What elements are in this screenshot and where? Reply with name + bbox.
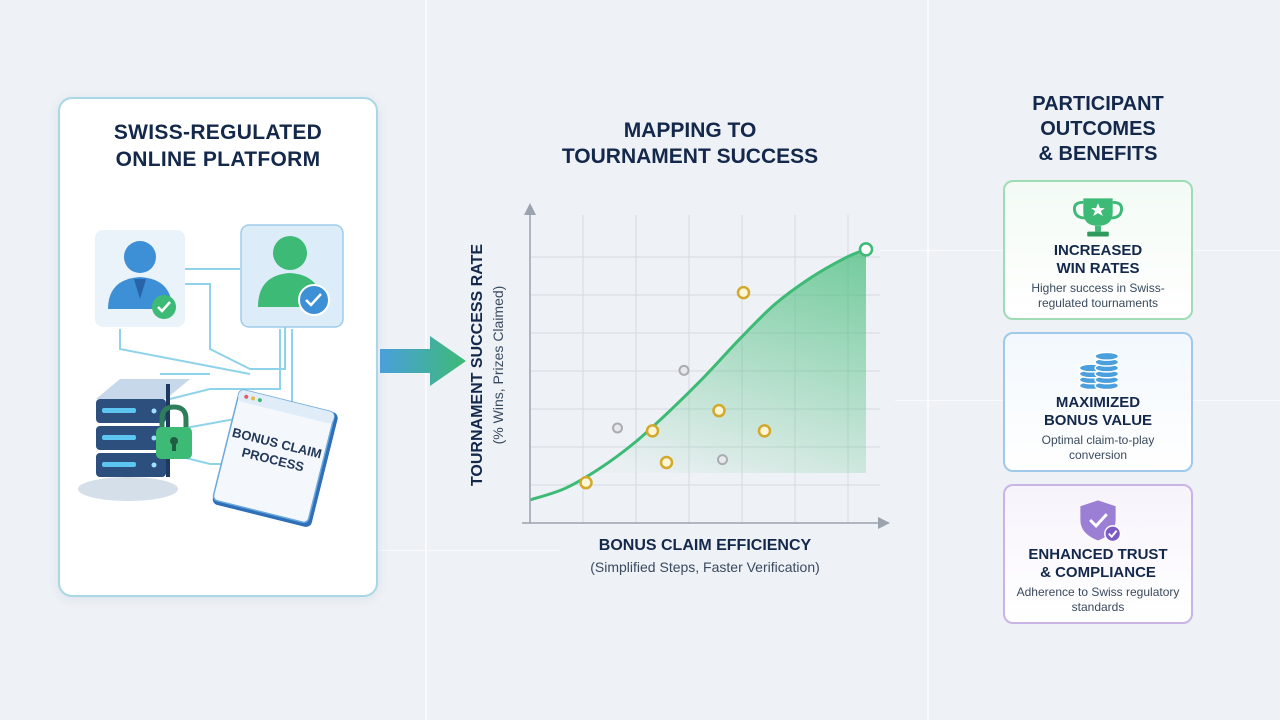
outcome-card-bonus-value: MAXIMIZED BONUS VALUE Optimal claim-to-p…	[1003, 332, 1193, 472]
platform-title: SWISS-REGULATED ONLINE PLATFORM	[113, 121, 323, 171]
flow-arrow-icon	[380, 336, 466, 386]
outcomes-title: PARTICIPANT OUTCOMES & BENEFITS	[1032, 93, 1164, 165]
chart-title: MAPPING TO TOURNAMENT SUCCESS	[561, 119, 819, 168]
x-axis-label: BONUS CLAIM EFFICIENCY (Simplified Steps…	[590, 537, 820, 575]
success-chart	[522, 203, 890, 529]
trend-area	[530, 249, 866, 500]
data-point-highlighted	[645, 424, 660, 438]
user-card-left	[95, 230, 185, 327]
outcome-card-win-rates: INCREASED WIN RATES Higher success in Sw…	[1003, 180, 1193, 320]
data-point-highlighted	[579, 475, 593, 490]
data-point-highlighted	[736, 285, 751, 300]
platform-panel: SWISS-REGULATED ONLINE PLATFORM	[58, 97, 378, 597]
outcome-card-trust-compliance: ENHANCED TRUST & COMPLIANCE Adherence to…	[1003, 484, 1193, 624]
data-point-muted	[717, 454, 728, 466]
card-title: INCREASED WIN RATES	[1053, 242, 1143, 277]
data-point-muted	[678, 364, 690, 376]
card-title: MAXIMIZED BONUS VALUE	[1043, 394, 1153, 429]
trend-line	[529, 248, 867, 502]
column-divider-right	[927, 0, 929, 720]
user-card-right	[240, 224, 344, 328]
data-point-highlighted	[757, 424, 772, 438]
y-axis-arrow	[524, 203, 536, 215]
bonus-claim-document: BONUS CLAIM PROCESS	[212, 389, 338, 527]
y-axis-label: TOURNAMENT SUCCESS RATE (% Wins, Prizes …	[469, 243, 506, 487]
card-title: ENHANCED TRUST & COMPLIANCE	[1028, 546, 1168, 581]
data-point-endpoint	[858, 242, 874, 257]
data-point-highlighted	[659, 455, 674, 470]
shield-check-icon	[1080, 500, 1122, 543]
server-stack-icon	[78, 379, 190, 501]
platform-illustration: BONUS CLAIM PROCESS	[78, 224, 344, 527]
card-description: Optimal claim-to-play conversion	[1041, 433, 1155, 462]
data-point-highlighted	[712, 403, 726, 418]
padlock-icon	[156, 404, 192, 459]
guide-line	[380, 550, 560, 551]
data-point-muted	[612, 422, 623, 434]
x-axis-arrow	[878, 517, 890, 529]
coins-icon	[1078, 351, 1120, 391]
trophy-icon	[1072, 198, 1124, 237]
card-description: Higher success in Swiss-regulated tourna…	[1031, 281, 1165, 310]
card-description: Adherence to Swiss regulatory standards	[1016, 585, 1180, 614]
